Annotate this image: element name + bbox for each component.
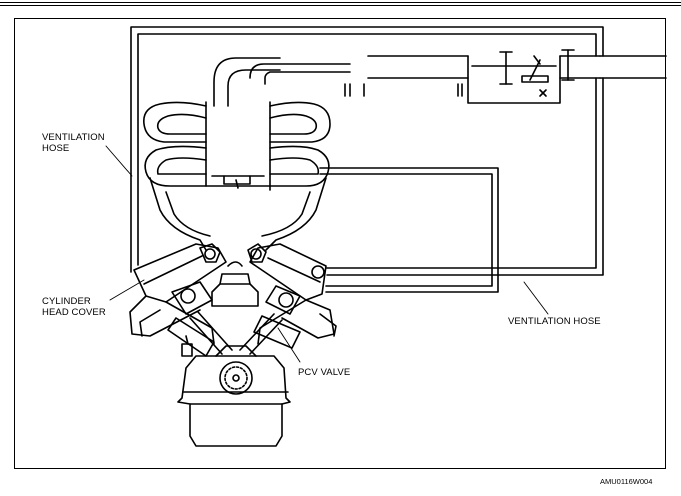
ventilation-hose-right <box>319 167 499 293</box>
label-ventilation-hose-left: VENTILATION HOSE <box>42 132 105 154</box>
crankcase <box>177 355 291 447</box>
intake-duct-inner <box>137 33 597 266</box>
plenum <box>205 101 271 187</box>
ventilation-hose-upper <box>213 57 281 107</box>
top-rule-1 <box>0 2 681 3</box>
crankshaft-pulley <box>219 361 253 395</box>
label-cylinder-head-cover: CYLINDER HEAD COVER <box>42 296 106 318</box>
intake-duct <box>130 26 604 273</box>
left-bank <box>129 295 201 337</box>
diagram-frame <box>14 18 666 469</box>
label-ventilation-hose-right: VENTILATION HOSE <box>508 316 601 327</box>
right-runners <box>269 101 331 143</box>
air-box <box>467 55 561 104</box>
intake-pipe <box>249 63 351 79</box>
left-runners <box>143 101 207 143</box>
label-pcv-valve: PCV VALVE <box>298 367 351 378</box>
figure-code: AMU0116W004 <box>600 477 653 486</box>
top-rule-2 <box>0 5 681 6</box>
